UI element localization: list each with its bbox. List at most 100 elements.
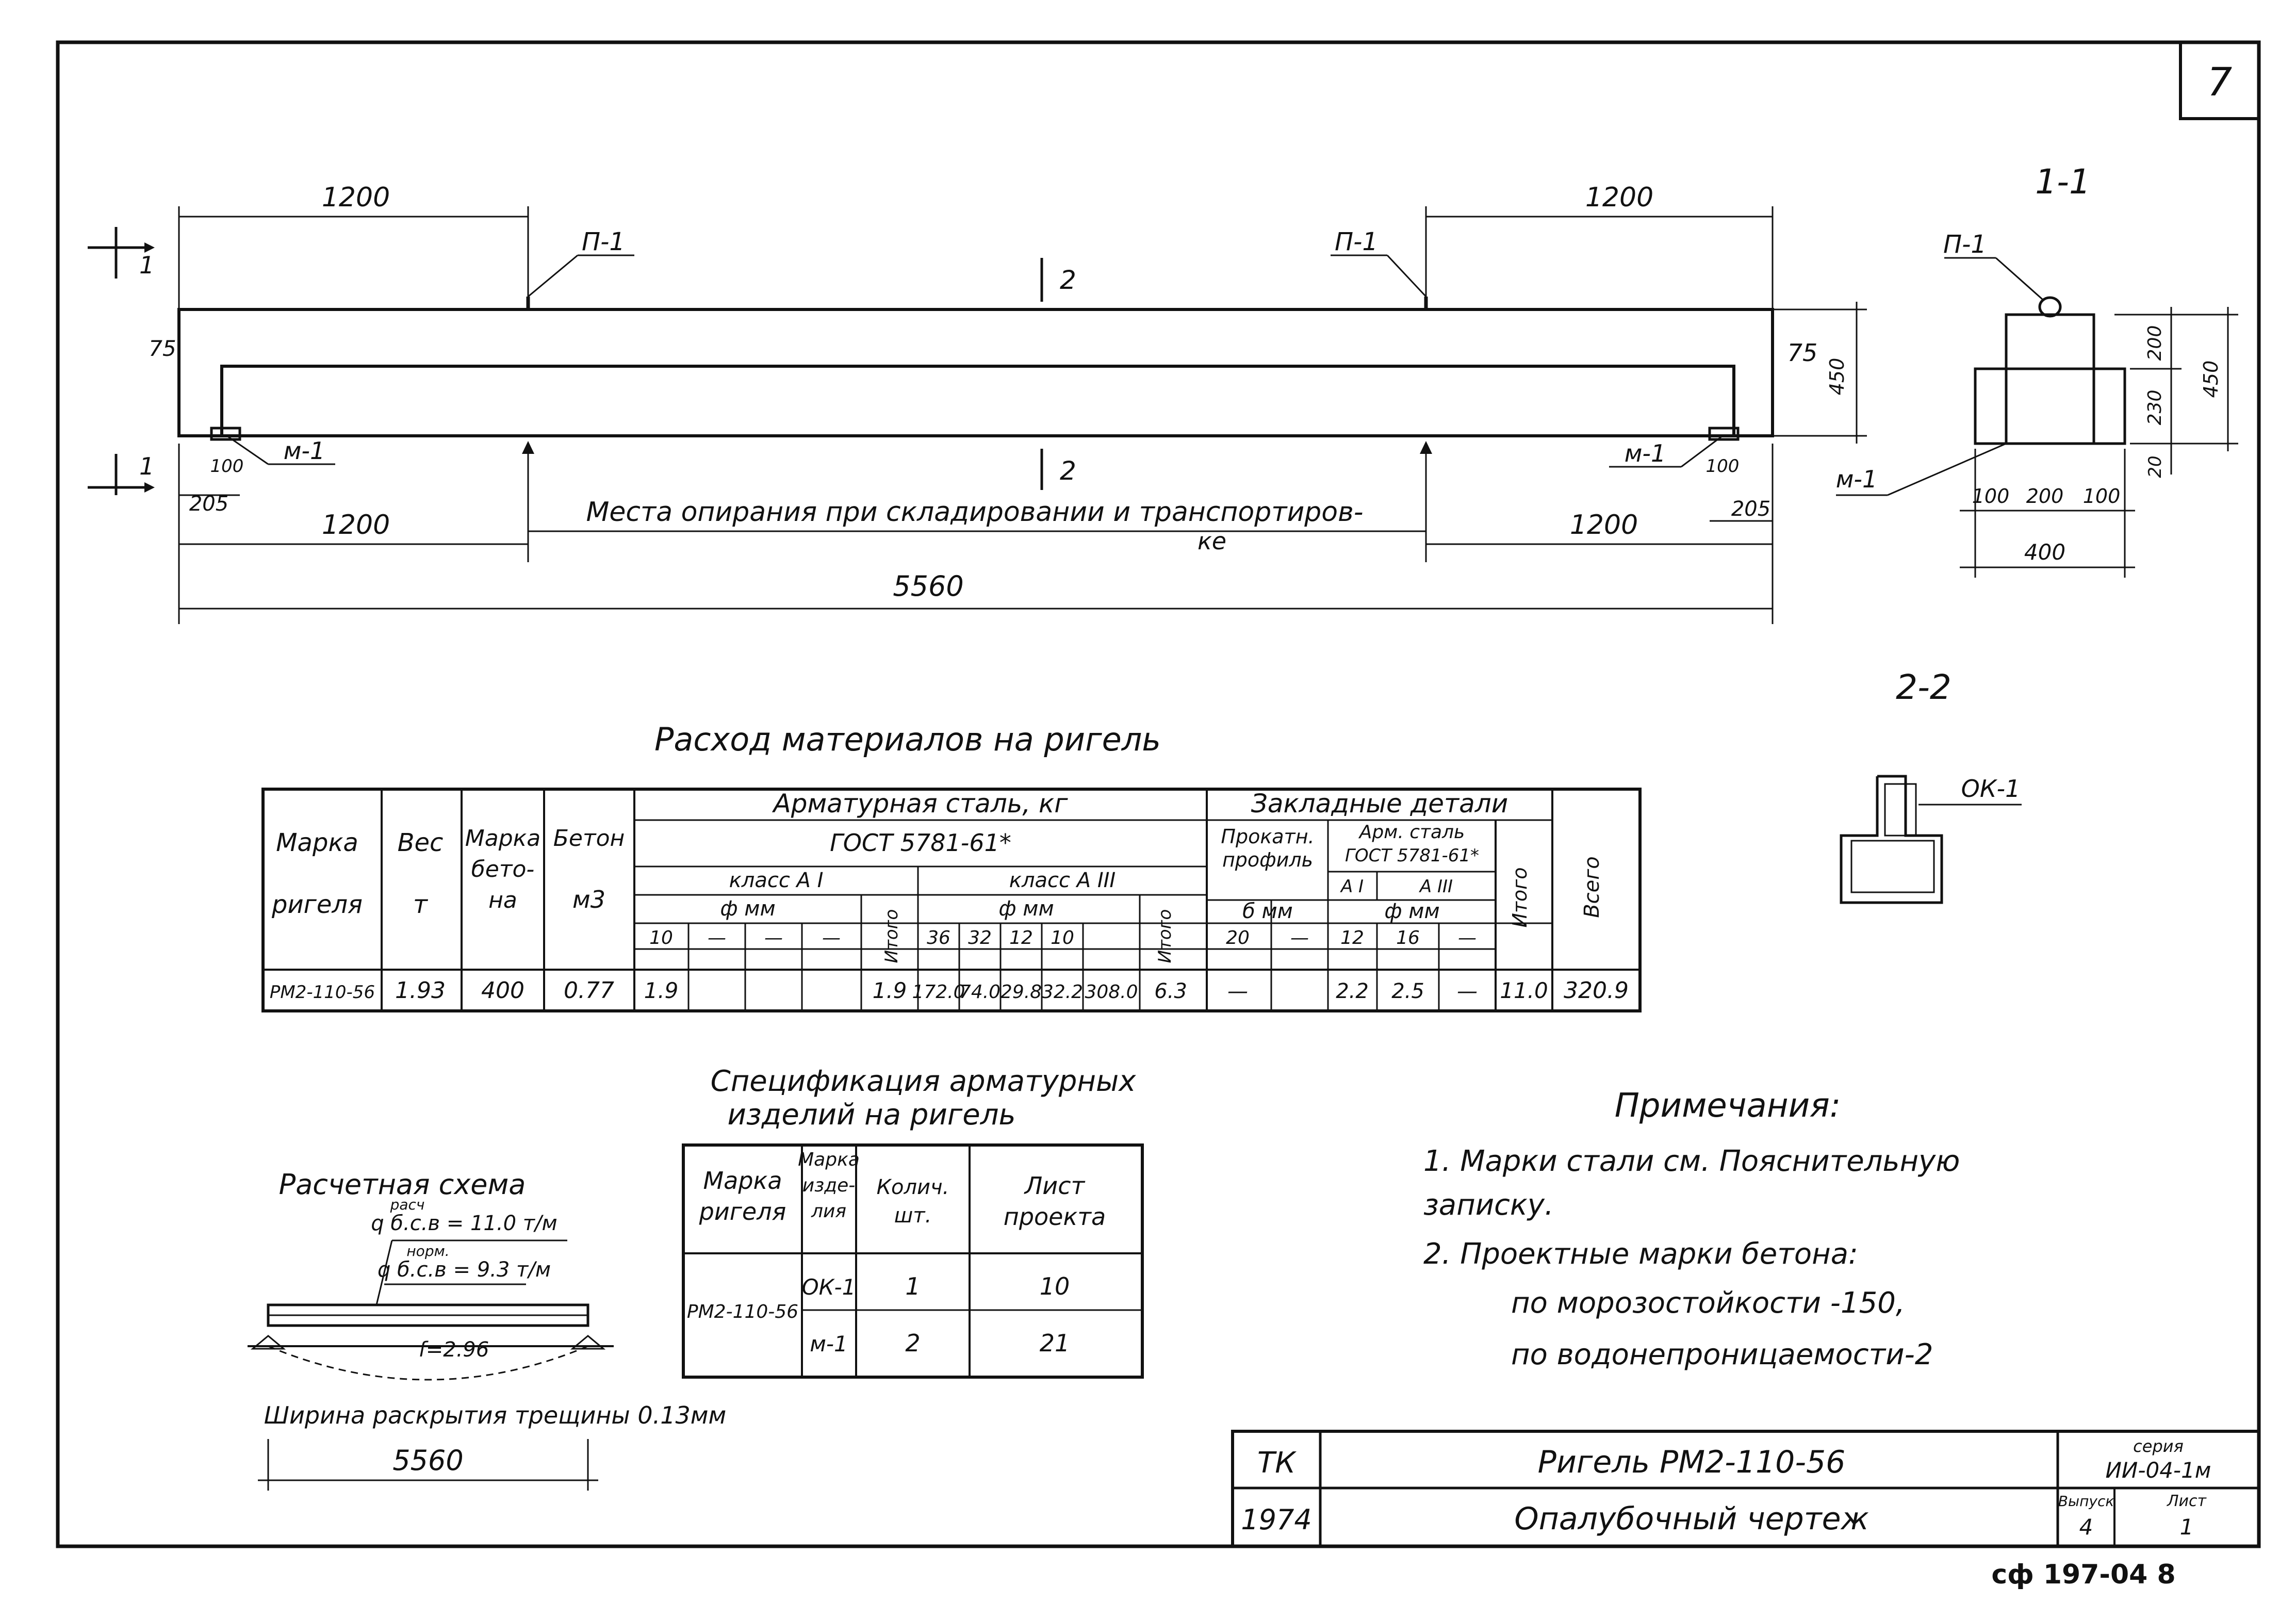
sheet-number: 7 <box>2207 59 2232 105</box>
hdr-prokat-1: Прокатн. <box>1221 825 1314 848</box>
calc-qn-sup: норм. <box>406 1243 449 1260</box>
tb-series-label: серия <box>2133 1436 2184 1456</box>
spec-r2-izd: м-1 <box>810 1331 848 1356</box>
label-p1-right: П-1 <box>1335 227 1378 256</box>
spec-hdr-kol-2: шт. <box>894 1204 932 1228</box>
sub-10: 10 <box>649 927 673 949</box>
sec11-dim-100a: 100 <box>1972 485 2010 508</box>
sub-dash4: — <box>1290 927 1309 949</box>
section-1-1-title: 1-1 <box>2035 162 2091 202</box>
sub-16: 16 <box>1396 927 1420 949</box>
row-a3-itogo: 308.0 <box>1085 982 1138 1003</box>
section-2-2-title: 2-2 <box>1896 667 1951 707</box>
row-a3-10: 32.2 <box>1042 982 1083 1003</box>
hdr-mb-3: на <box>488 887 517 913</box>
spec-hdr-izd-3: лия <box>811 1201 846 1222</box>
calc-deflection: f=2.96 <box>419 1338 489 1362</box>
spec-hdr-marka-1: Марка <box>703 1167 782 1195</box>
row-a3-36: 172.0 <box>912 982 965 1003</box>
hdr-class-a1: класс А I <box>729 869 824 892</box>
row-a3-16: 2.5 <box>1391 979 1424 1003</box>
dim-205-left: 205 <box>189 492 228 516</box>
beam-web-line <box>220 365 1735 436</box>
hdr-marka-2: ригеля <box>271 890 363 919</box>
spec-hdr-list-1: Лист <box>1024 1172 1086 1200</box>
hdr-itogo-zakl: Итого <box>1508 867 1531 927</box>
spec-hdr-marka-2: ригеля <box>699 1198 786 1225</box>
sec11-dim-200: 200 <box>2144 325 2166 361</box>
hdr-beton-unit: м3 <box>572 886 605 913</box>
spec-hdr-izd-1: Марка <box>798 1149 860 1170</box>
hdr-vsego: Всего <box>1580 856 1604 918</box>
calc-q: q б.с.в = 11.0 т/м <box>371 1212 557 1235</box>
tb-issue: 4 <box>2079 1514 2093 1540</box>
row-prokat-20: 6.3 <box>1154 979 1187 1003</box>
row-marka: РМ2-110-56 <box>270 982 375 1003</box>
hdr-gost2: ГОСТ 5781-61* <box>1345 845 1479 866</box>
spec-r2-list: 21 <box>1040 1329 1070 1357</box>
plate-left <box>210 427 241 441</box>
hdr-mb-2: бето- <box>471 856 535 882</box>
hdr-phi-a1: ф мм <box>720 897 775 921</box>
sec11-dim-230: 230 <box>2144 390 2166 426</box>
row-a3-32: 74.0 <box>959 982 1001 1003</box>
hdr-phi-zakl: ф мм <box>1384 900 1439 923</box>
hdr-class-a3: класс А III <box>1009 869 1116 892</box>
support-note-2: ке <box>1198 527 1226 555</box>
archive-stamp: сф 197-04 8 <box>1991 1559 2175 1590</box>
hdr-ves-unit: т <box>413 890 429 919</box>
label-m1-right: м-1 <box>1625 439 1666 467</box>
hdr-phi-a3: ф мм <box>998 897 1054 921</box>
hdr-gost: ГОСТ 5781-61* <box>830 829 1011 857</box>
sec11-p1: П-1 <box>1943 230 1987 259</box>
hdr-ves: Вес <box>398 828 444 857</box>
section-2-bottom: 2 <box>1060 456 1076 486</box>
row-zakl-dash: — <box>1457 979 1478 1003</box>
dim-100-left: 100 <box>210 456 244 477</box>
spec-table: Спецификация арматурных изделий на ригел… <box>682 1065 1144 1379</box>
hdr-beton: Бетон <box>553 825 625 852</box>
tb-sheet-label: Лист <box>2167 1492 2207 1510</box>
dim-450-elev: 450 <box>1826 358 1848 396</box>
label-m1-left: м-1 <box>284 437 325 465</box>
notes-title: Примечания: <box>1615 1087 1841 1125</box>
materials-title: Расход материалов на ригель <box>654 721 1161 758</box>
row-zakl-itogo: 11.0 <box>1500 978 1548 1003</box>
hdr-a3: А III <box>1419 876 1453 897</box>
tb-series: ИИ-04-1м <box>2106 1458 2211 1483</box>
dim-bottom-left: 1200 <box>322 510 390 541</box>
spec-hdr-izd-2: изде- <box>802 1175 856 1196</box>
tb-sheet: 1 <box>2180 1514 2194 1540</box>
row-beton: 0.77 <box>564 977 614 1004</box>
calc-scheme: Расчетная схема расч q б.с.в = 11.0 т/м … <box>248 1168 726 1491</box>
note-1: 1. Марки стали см. Пояснительную <box>1423 1145 1960 1178</box>
row-a1-10: 1.9 <box>644 978 679 1003</box>
note-2: 2. Проектные марки бетона: <box>1423 1237 1858 1271</box>
spec-r2-kol: 2 <box>905 1329 920 1357</box>
hdr-prokat-2: профиль <box>1222 848 1313 871</box>
sec11-dim-20: 20 <box>2145 455 2166 478</box>
calc-q-sup: расч <box>390 1196 425 1213</box>
sub-dash2: — <box>764 927 783 949</box>
spec-row-label: РМ2-110-56 <box>687 1301 798 1322</box>
notes: Примечания: 1. Марки стали см. Пояснител… <box>1423 1087 1960 1371</box>
dim-bottom-right: 1200 <box>1570 510 1638 541</box>
dim-total: 5560 <box>893 570 963 602</box>
sub-36: 36 <box>927 927 950 949</box>
tb-org: ТК <box>1257 1446 1297 1480</box>
tb-subtitle: Опалубочный чертеж <box>1514 1501 1868 1537</box>
section-1-top: 1 <box>139 251 154 279</box>
row-vsego: 320.9 <box>1564 977 1629 1004</box>
spec-hdr-kol-1: Колич. <box>877 1175 949 1199</box>
hdr-mb-1: Марка <box>465 825 540 852</box>
note-1b: записку. <box>1423 1188 1554 1222</box>
spec-r1-list: 10 <box>1040 1272 1070 1300</box>
sec11-dim-100b: 100 <box>2083 485 2121 508</box>
dim-75-right: 75 <box>1787 339 1818 367</box>
sheet-number-box <box>2179 41 2260 120</box>
materials-table: Расход материалов на ригель <box>261 721 1642 1012</box>
spec-r1-kol: 1 <box>905 1272 920 1300</box>
spec-hdr-list-2: проекта <box>1004 1203 1106 1231</box>
tb-name: Ригель РМ2-110-56 <box>1538 1444 1846 1480</box>
